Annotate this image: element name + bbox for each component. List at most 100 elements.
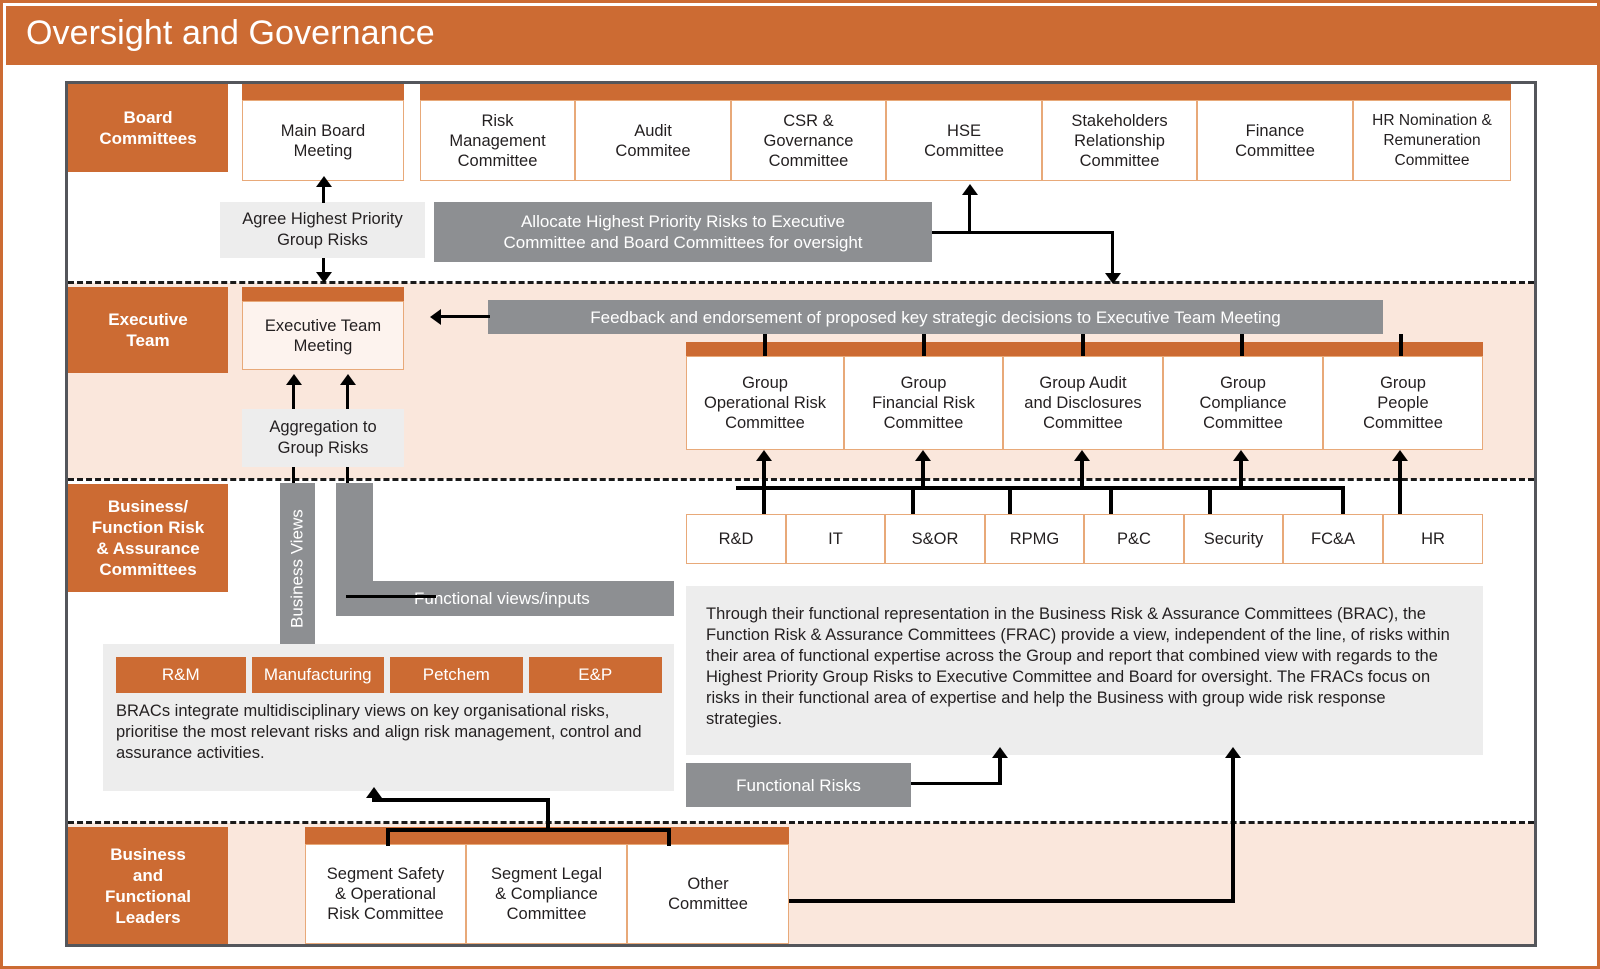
title-bar: Oversight and Governance — [6, 6, 1600, 65]
box-function-it[interactable]: IT — [786, 514, 885, 564]
function-drop-sor — [1008, 486, 1012, 514]
box-audit-committee[interactable]: Audit Commitee — [575, 100, 731, 181]
category-business-functional-leaders: Business and Functional Leaders — [68, 827, 228, 944]
box-segment-safety-operational-risk-committee[interactable]: Segment Safety & Operational Risk Commit… — [305, 844, 466, 944]
process-feedback-endorsement: Feedback and endorsement of proposed key… — [488, 300, 1383, 334]
tick-exec-committee-5 — [1399, 334, 1403, 356]
box-segment-legal-compliance-committee[interactable]: Segment Legal & Compliance Committee — [466, 844, 627, 944]
leaders-drop-right — [667, 828, 671, 846]
connector-agree-down-arrow — [316, 272, 332, 283]
page-title: Oversight and Governance — [26, 14, 435, 52]
separator-executive-frac — [68, 478, 1534, 481]
connector-allocate-down-arrow — [1105, 273, 1121, 284]
board-committees-group-header — [420, 84, 1511, 100]
category-executive-line2: Team — [126, 331, 170, 350]
connector-functional-risks-vertical — [998, 757, 1002, 785]
category-frac-line1: Business/ — [107, 497, 189, 516]
function-arrow-head-3 — [1074, 450, 1090, 461]
category-executive-line1: Executive — [108, 310, 188, 329]
function-arrow-head-2 — [915, 450, 931, 461]
category-frac-line4: Committees — [99, 560, 197, 579]
box-function-security[interactable]: Security — [1184, 514, 1283, 564]
connector-other-committee-vertical — [1231, 757, 1235, 902]
box-group-people-committee[interactable]: Group People Committee — [1323, 356, 1483, 450]
function-arrow-head-4 — [1233, 450, 1249, 461]
function-bus-horizontal — [736, 486, 1344, 490]
box-finance-committee[interactable]: Finance Committee — [1197, 100, 1353, 181]
category-leaders-line2: and — [132, 865, 164, 885]
box-group-audit-disclosures-committee[interactable]: Group Audit and Disclosures Committee — [1003, 356, 1163, 450]
box-function-sor[interactable]: S&OR — [885, 514, 985, 564]
box-hse-committee[interactable]: HSE Committee — [886, 100, 1042, 181]
category-leaders-line4: Leaders — [115, 907, 181, 927]
category-board-line2: Committees — [99, 129, 197, 148]
connector-agree-to-mainboard-arrow — [316, 176, 332, 187]
box-function-rpmg[interactable]: RPMG — [985, 514, 1084, 564]
function-arrow-head-1 — [756, 450, 772, 461]
category-frac-line3: & Assurance — [96, 539, 200, 558]
function-committees-row: R&D IT S&OR RPMG P&C Security FC&A HR — [686, 514, 1483, 564]
function-drop-fca — [1341, 486, 1345, 514]
box-other-committee[interactable]: Other Committee — [627, 844, 789, 944]
note-brac-text: BRACs integrate multidisciplinary views … — [116, 702, 642, 762]
category-executive-team: Executive Team — [68, 287, 228, 373]
exec-meeting-group-header — [242, 287, 404, 301]
box-group-compliance-committee[interactable]: Group Compliance Committee — [1163, 356, 1323, 450]
box-risk-management-committee[interactable]: Risk Management Committee — [420, 100, 575, 181]
process-agree-highest-priority: Agree Highest Priority Group Risks — [220, 202, 425, 258]
box-function-rd[interactable]: R&D — [686, 514, 786, 564]
category-board-line1: Board — [123, 108, 173, 127]
box-group-financial-risk-committee[interactable]: Group Financial Risk Committee — [844, 356, 1003, 450]
box-function-hr[interactable]: HR — [1383, 514, 1483, 564]
tag-brac-ep[interactable]: E&P — [528, 657, 663, 693]
note-frac-text: Through their functional representation … — [706, 605, 1450, 728]
tag-brac-rm[interactable]: R&M — [116, 657, 246, 693]
box-main-board-meeting[interactable]: Main Board Meeting — [242, 100, 404, 181]
board-committees-row: Risk Management Committee Audit Commitee… — [420, 100, 1511, 181]
tick-exec-committee-3 — [1081, 334, 1085, 356]
connector-agg-right-line — [346, 383, 349, 409]
box-group-operational-risk-committee[interactable]: Group Operational Risk Committee — [686, 356, 844, 450]
connector-agree-to-mainboard-line — [322, 185, 325, 203]
brac-tags-row: R&M Manufacturing Petchem E&P — [116, 657, 663, 693]
connector-feedback-arrow — [430, 309, 441, 325]
box-hr-nomination-remuneration-committee[interactable]: HR Nomination & Remuneration Committee — [1353, 100, 1511, 181]
separator-frac-leaders — [68, 821, 1534, 824]
note-brac: BRACs integrate multidisciplinary views … — [116, 701, 666, 783]
leaders-to-brac-horizontal — [372, 798, 550, 802]
function-drop-pc — [1208, 486, 1212, 514]
tag-brac-manufacturing[interactable]: Manufacturing — [251, 657, 385, 693]
connector-other-committee-arrow — [1225, 747, 1241, 758]
function-arrow-line-5 — [1398, 460, 1402, 514]
leaders-band-background — [68, 823, 1534, 944]
process-allocate-highest-priority: Allocate Highest Priority Risks to Execu… — [434, 202, 932, 262]
box-stakeholders-relationship-committee[interactable]: Stakeholders Relationship Committee — [1042, 100, 1197, 181]
leaders-drop-left — [386, 828, 390, 846]
connector-allocate-horizontal — [932, 231, 1114, 234]
leaders-bus-horizontal — [386, 828, 671, 832]
process-aggregation-group-risks: Aggregation to Group Risks — [242, 409, 404, 467]
leaders-drop-mid — [546, 798, 550, 832]
tag-brac-petchem[interactable]: Petchem — [390, 657, 523, 693]
connector-functional-risks-arrow — [992, 747, 1008, 758]
connector-agg-left-line — [292, 383, 295, 409]
connector-agg-right-arrow — [340, 374, 356, 385]
category-frac: Business/ Function Risk & Assurance Comm… — [68, 484, 228, 592]
process-functional-views-inputs: Functional views/inputs — [336, 581, 674, 616]
leaders-to-brac-arrow — [366, 787, 382, 798]
tick-exec-committee-4 — [1240, 334, 1244, 356]
connector-allocate-hse-arrow — [962, 184, 978, 195]
separator-board-executive — [68, 281, 1534, 284]
function-arrow-line-1 — [762, 460, 766, 514]
function-drop-rpmg — [1109, 486, 1113, 514]
leaders-committees-row: Segment Safety & Operational Risk Commit… — [305, 844, 789, 944]
box-function-pc[interactable]: P&C — [1084, 514, 1184, 564]
connector-allocate-up-to-hse — [968, 194, 971, 234]
function-arrow-line-4 — [1239, 460, 1243, 486]
box-function-fca[interactable]: FC&A — [1283, 514, 1383, 564]
box-executive-team-meeting[interactable]: Executive Team Meeting — [242, 301, 404, 370]
connector-feedback-line — [441, 315, 490, 318]
governance-diagram: Board Committees Main Board Meeting Risk… — [65, 81, 1537, 947]
box-csr-governance-committee[interactable]: CSR & Governance Committee — [731, 100, 886, 181]
